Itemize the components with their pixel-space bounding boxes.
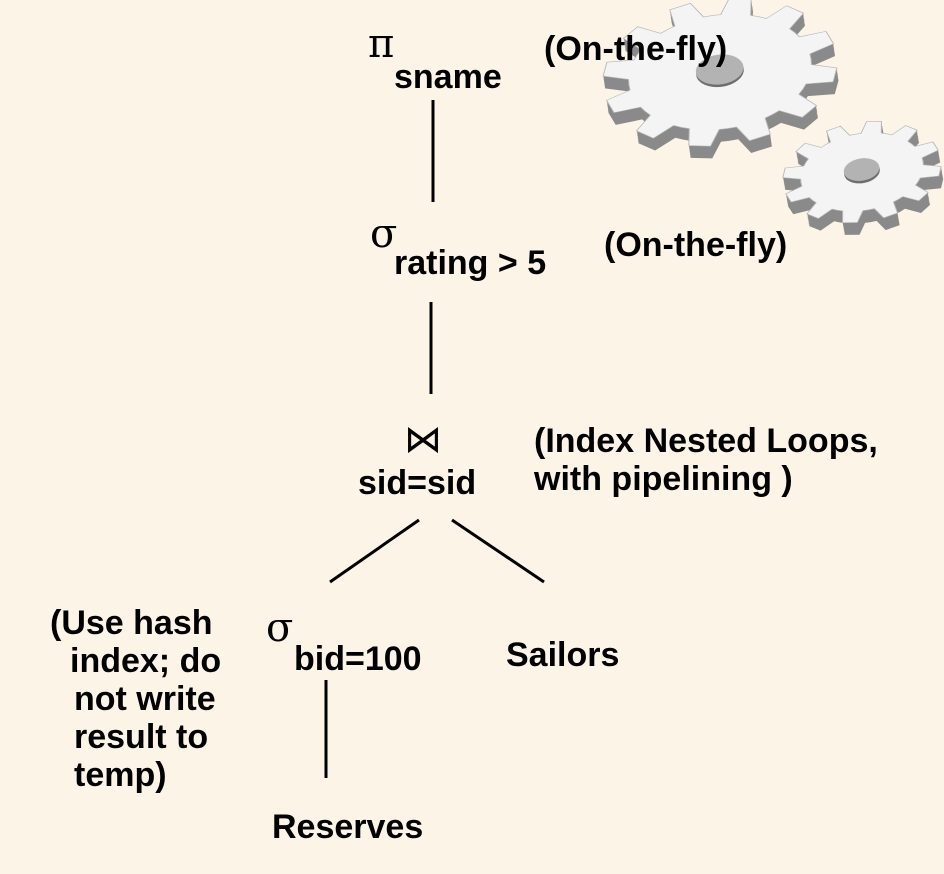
projection-symbol: π [368, 21, 395, 67]
selection-bid-note-line: temp) [74, 756, 167, 794]
projection-note: (On-the-fly) [544, 30, 728, 68]
selection-bid-note-line: not write [74, 680, 216, 718]
selection-bid-note-line: (Use hash [50, 604, 213, 642]
selection-rating-note: (On-the-fly) [604, 226, 788, 264]
selection-bid-note: (Use hash index; do not write result to … [50, 604, 221, 794]
join-note-line: with pipelining ) [534, 460, 793, 498]
selection-bid-symbol: σ [266, 605, 294, 651]
relation-sailors: Sailors [506, 636, 620, 674]
join-condition: sid=sid [358, 464, 477, 502]
selection-rating-condition: rating > 5 [394, 244, 547, 282]
selection-bid-note-line: index; do [70, 642, 222, 680]
selection-bid-note-line: result to [74, 718, 209, 756]
edge-join-sailors [451, 518, 545, 584]
selection-bid-condition: bid=100 [294, 640, 422, 678]
selection-rating-symbol: σ [370, 211, 398, 257]
join-symbol: ⋈ [404, 417, 442, 461]
projection-attribute: sname [394, 58, 502, 96]
edge-join-select-bid [329, 518, 420, 584]
join-note: (Index Nested Loops, with pipelining ) [534, 422, 878, 498]
join-note-line: (Index Nested Loops, [534, 422, 878, 460]
relation-reserves: Reserves [272, 808, 424, 846]
gears-icon [602, 0, 944, 235]
